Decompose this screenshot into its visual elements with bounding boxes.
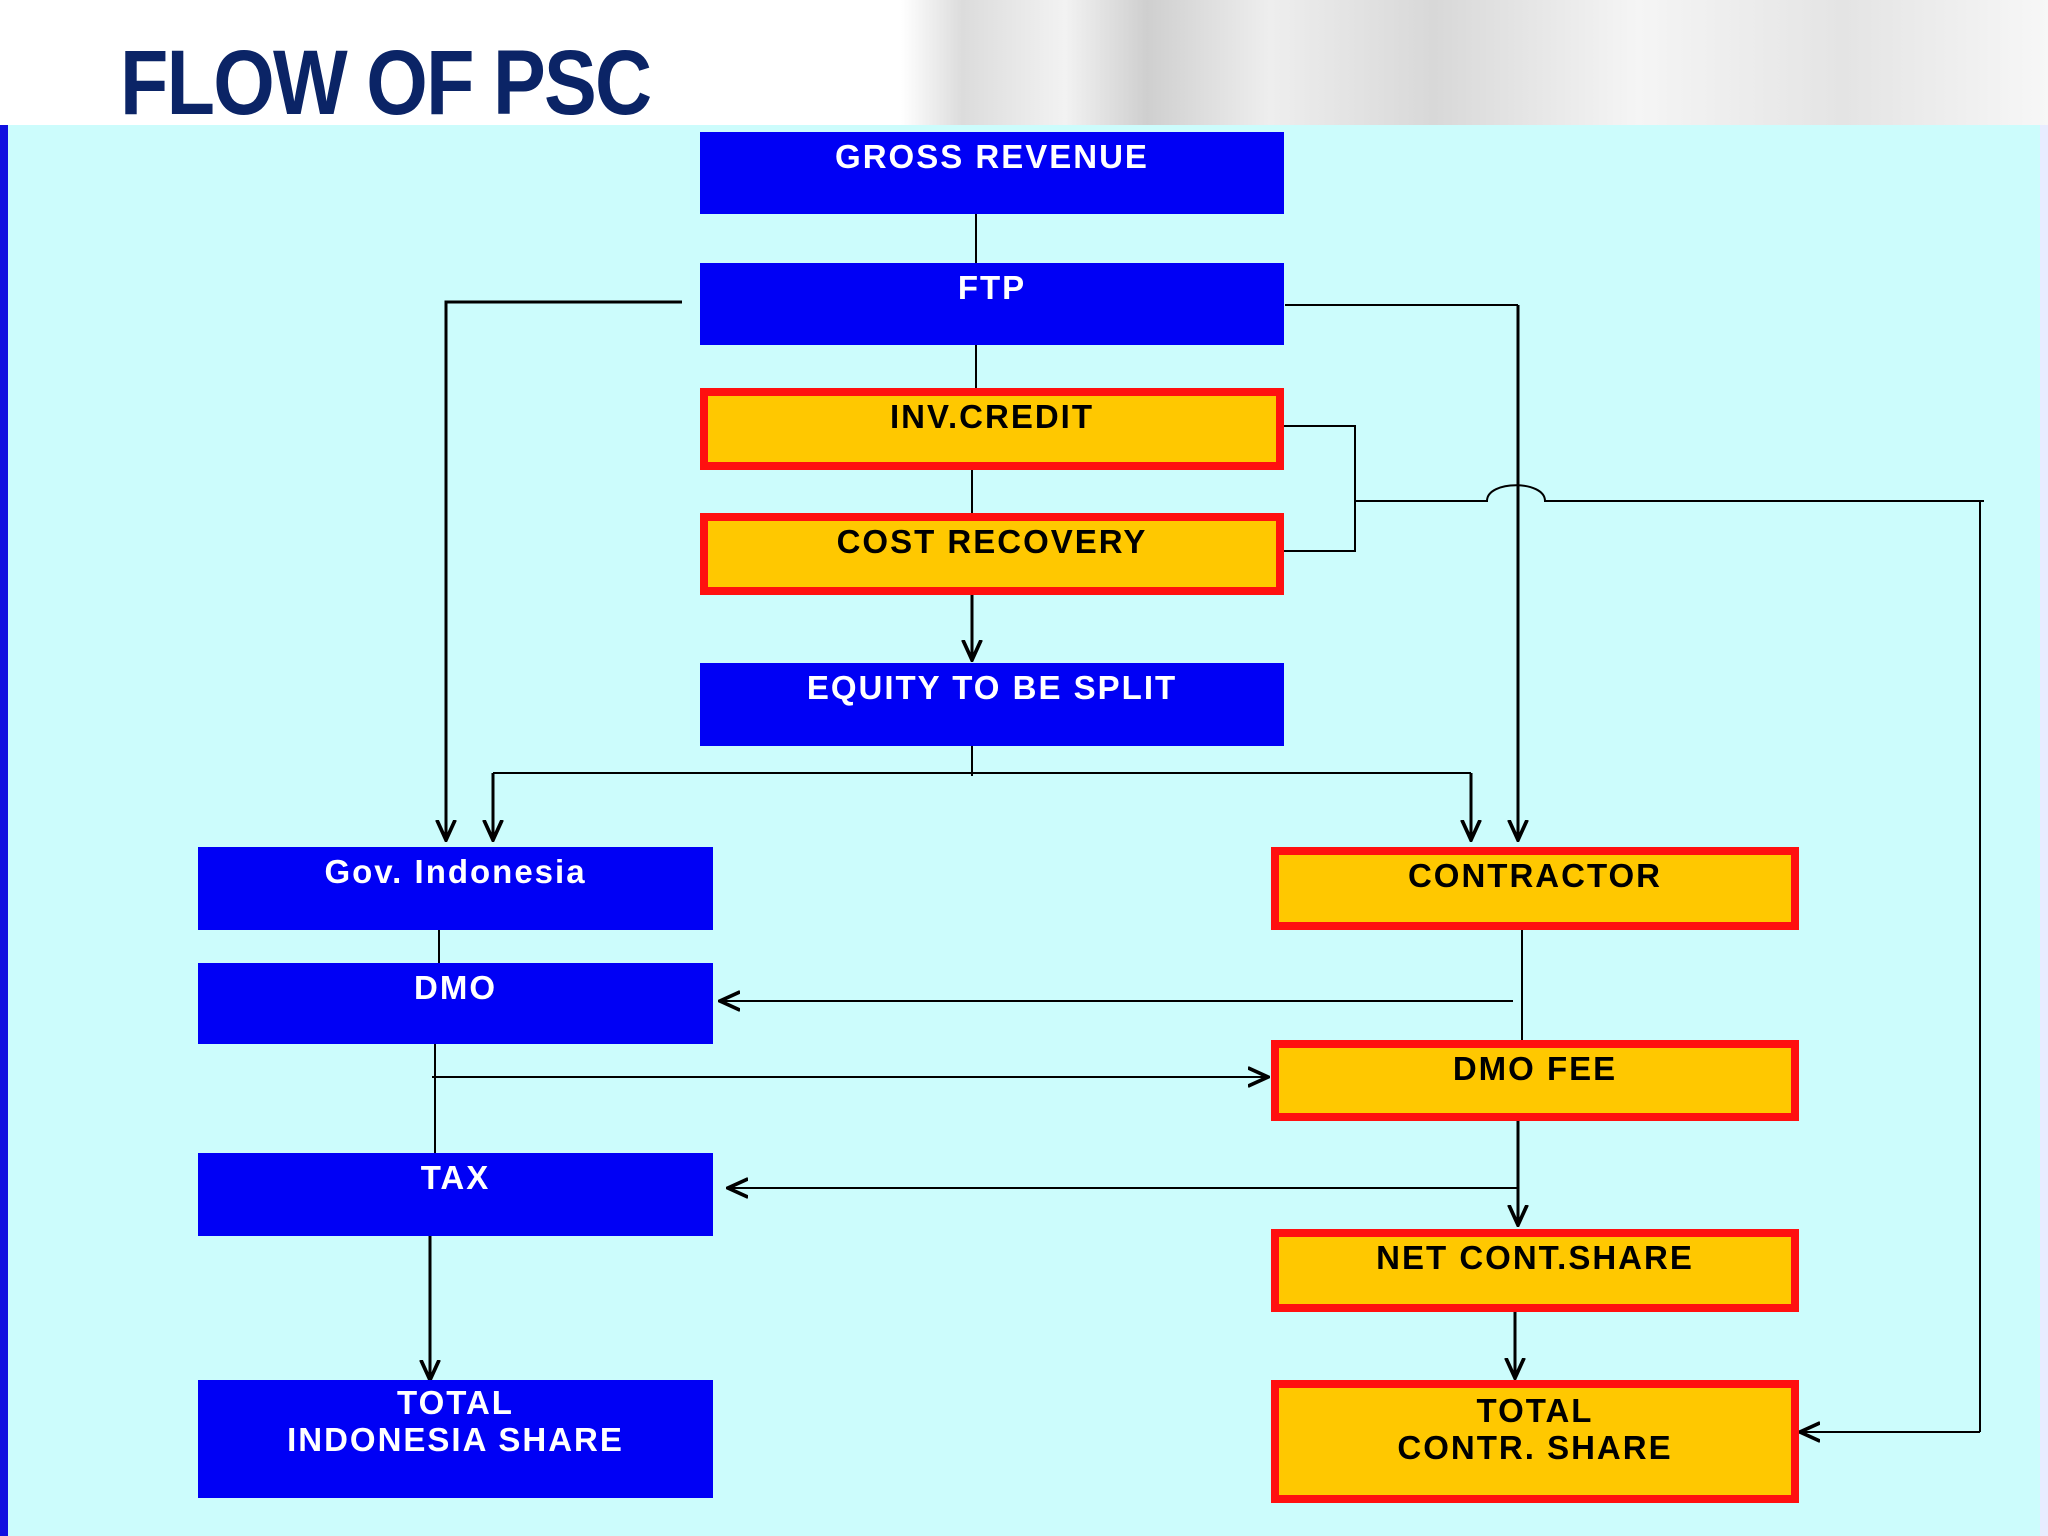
total-indonesia-share-box: TOTAL INDONESIA SHARE (198, 1380, 713, 1498)
tax-box: TAX (198, 1153, 713, 1236)
contractor-box: CONTRACTOR (1271, 847, 1799, 930)
total-contr-share-box: TOTAL CONTR. SHARE (1271, 1380, 1799, 1503)
gov-indonesia-box: Gov. Indonesia (198, 847, 713, 930)
gross-revenue-box: GROSS REVENUE (700, 132, 1284, 214)
line-bracket-to-right-edge (1355, 484, 1984, 502)
dmo-box: DMO (198, 963, 713, 1044)
inv-credit-box: INV.CREDIT (700, 388, 1284, 470)
right-accent-stripe (2040, 125, 2048, 1536)
net-cont-share-box: NET CONT.SHARE (1271, 1229, 1799, 1312)
header-banner: FLOW OF PSC (0, 0, 2048, 134)
left-accent-stripe (0, 125, 8, 1536)
dmo-fee-box: DMO FEE (1271, 1040, 1799, 1121)
page-title: FLOW OF PSC (120, 32, 652, 134)
equity-to-be-split-box: EQUITY TO BE SPLIT (700, 663, 1284, 746)
ftp-box: FTP (700, 263, 1284, 345)
arrow-ftp-to-government (446, 300, 682, 840)
cost-recovery-box: COST RECOVERY (700, 513, 1284, 595)
line-invcredit-bracket (1283, 425, 1356, 552)
